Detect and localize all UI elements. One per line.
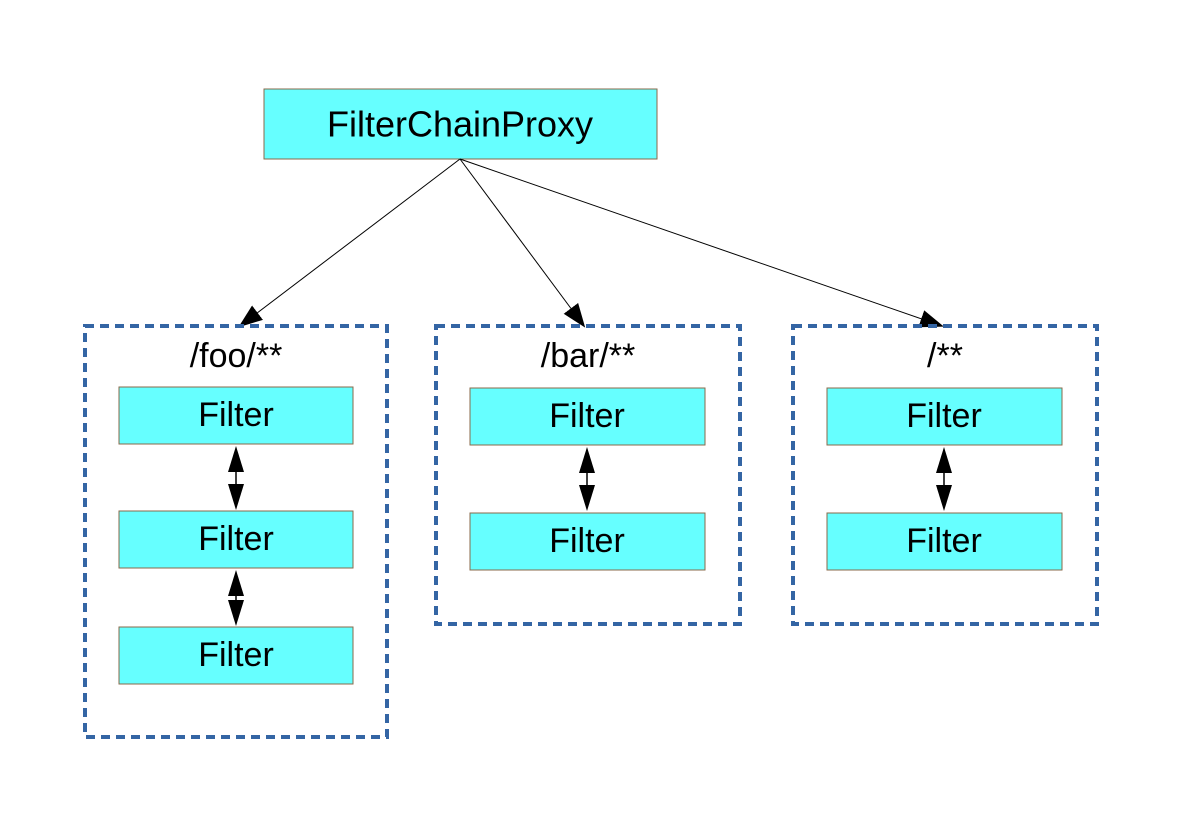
filter-label: Filter — [906, 522, 982, 560]
filter-box — [469, 387, 706, 446]
filter-chain-proxy-node: FilterChainProxy — [263, 88, 658, 160]
bidirectional-arrow — [936, 447, 952, 511]
filter-label: Filter — [549, 522, 625, 560]
filter-box — [118, 510, 354, 569]
chain-default-border — [791, 324, 1099, 626]
security-filter-chain-bar: /bar/** Filter Filter — [434, 324, 742, 626]
edge-to-foo-chain — [238, 158, 461, 328]
chain-default-pattern: /** — [927, 337, 963, 375]
security-filter-chain-default: /** Filter Filter — [791, 324, 1099, 626]
filter-label: Filter — [198, 520, 274, 558]
filter-box — [118, 386, 354, 445]
bidirectional-arrow — [228, 446, 244, 510]
chain-bar-pattern: /bar/** — [541, 337, 636, 375]
bidirectional-arrow — [579, 447, 595, 511]
filter-label: Filter — [198, 396, 274, 434]
bidirectional-arrow — [228, 570, 244, 626]
filter-chain-proxy-label: FilterChainProxy — [327, 104, 593, 145]
filter-label: Filter — [906, 397, 982, 435]
chain-foo-pattern: /foo/** — [190, 337, 283, 375]
chain-foo-border — [83, 324, 389, 739]
filter-label: Filter — [549, 397, 625, 435]
edge-to-default-chain — [459, 158, 944, 328]
filter-box — [826, 387, 1063, 446]
filter-box — [826, 512, 1063, 571]
filter-box — [469, 512, 706, 571]
edge-to-bar-chain — [459, 158, 586, 328]
filter-chain-proxy-box — [263, 88, 658, 160]
filter-label: Filter — [198, 636, 274, 674]
security-filter-chain-foo: /foo/** Filter Filter Filter — [83, 324, 389, 739]
proxy-edges — [238, 158, 944, 328]
chain-bar-border — [434, 324, 742, 626]
filter-box — [118, 626, 354, 685]
